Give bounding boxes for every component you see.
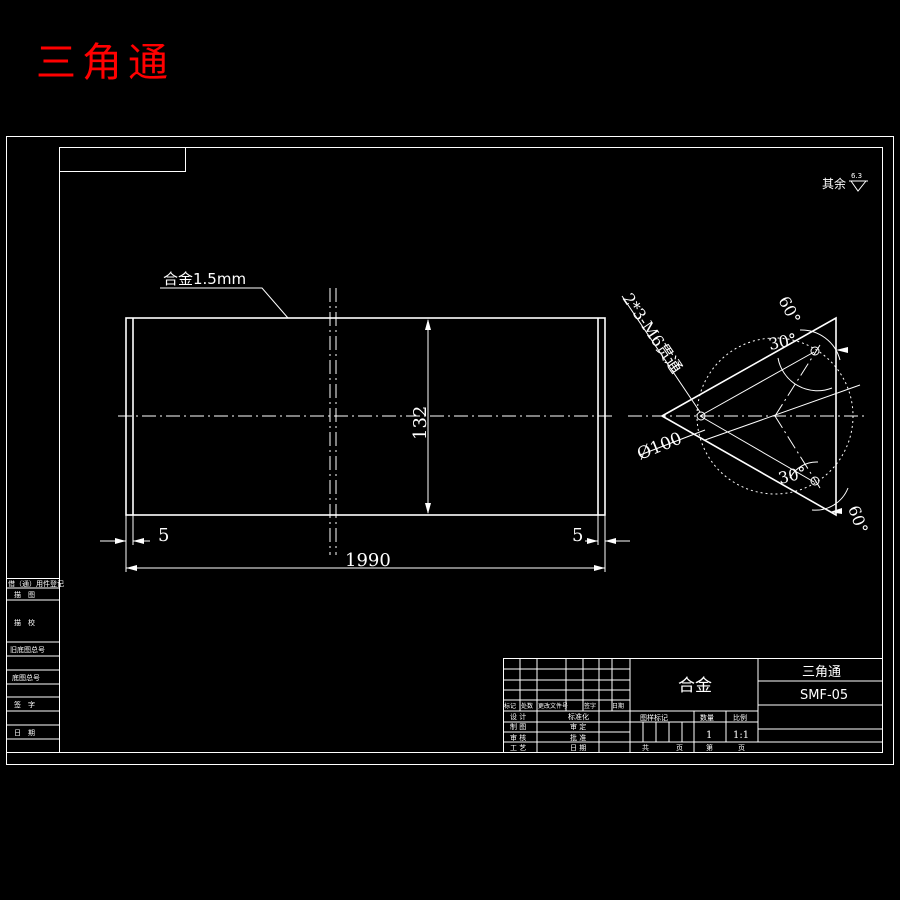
flange-diameter: Ø100 [634, 429, 685, 465]
angle-top-inner: 30° [767, 329, 799, 353]
drawing-heading: 三角通 [36, 40, 174, 86]
scale-value: 1:1 [733, 730, 749, 741]
row-ratify: 批 准 [570, 733, 586, 742]
holes-note: 2*3-M6贯通 [619, 290, 686, 377]
footer-total: 共 [642, 743, 649, 752]
footer-pages-a: 页 [676, 744, 683, 752]
row-date: 日 期 [570, 744, 586, 752]
dim-right: 5 [572, 525, 583, 546]
header-date: 日期 [612, 702, 624, 710]
row-approve-set: 审 定 [570, 722, 586, 731]
row-design: 设 计 [510, 712, 526, 721]
left-row-2: 描 校 [14, 618, 35, 627]
outer-frame [6, 136, 894, 765]
hole-bottom [810, 476, 820, 486]
part-front-view: 合金1.5mm 132 5 5 1990 [100, 270, 630, 572]
flange-view: 2*3-M6贯通 Ø100 60° 30° 30° 60° [619, 290, 872, 536]
code-box [59, 147, 186, 172]
left-row-0: 借（通）用件登记 [8, 579, 64, 588]
left-row-6: 日 期 [14, 729, 35, 737]
left-side-table: 借（通）用件登记 描 图 描 校 旧底图总号 底图总号 签 字 日 期 [6, 578, 64, 753]
left-row-3: 旧底图总号 [10, 645, 45, 654]
left-row-1: 描 图 [14, 590, 35, 599]
left-row-5: 签 字 [14, 700, 35, 709]
footer-pages-b: 页 [738, 744, 745, 752]
row-drafting: 制 图 [510, 722, 526, 731]
header-mark: 标记 [504, 702, 516, 710]
quantity-value: 1 [706, 730, 712, 741]
leader-line [160, 287, 289, 319]
row-review: 审 核 [510, 733, 526, 742]
inner-frame [59, 147, 883, 753]
hole-left [696, 411, 706, 421]
angle-bottom-inner: 30° [776, 463, 808, 488]
left-row-4: 底图总号 [12, 673, 40, 682]
roughness-value: 6.3 [851, 172, 862, 180]
roughness-label: 其余 [822, 176, 846, 191]
header-sign: 签字 [584, 702, 596, 710]
col-drawing-mark: 图样标记 [640, 713, 668, 722]
dim-length: 1990 [345, 550, 391, 571]
leader-note: 合金1.5mm [163, 270, 246, 288]
drawing-code-cell: SMF-05 [800, 688, 848, 703]
dim-left: 5 [158, 525, 169, 546]
row-standard: 标准化 [568, 712, 589, 721]
hole-top [810, 346, 820, 356]
row-process: 工 艺 [510, 744, 526, 752]
title-block: 合金 三角通 SMF-05 标记 处数 更改文件号 签字 日期 设 计 标准化 … [503, 658, 883, 753]
roughness-symbol: 其余 6.3 [822, 172, 868, 192]
header-count: 处数 [521, 702, 533, 710]
col-scale: 比例 [733, 713, 747, 722]
footer-sheet: 第 [706, 743, 713, 752]
part-name-cell: 三角通 [802, 665, 841, 680]
material-cell: 合金 [678, 676, 712, 696]
angle-bottom-outer: 60° [844, 503, 872, 536]
roughness-triangle-icon [850, 180, 867, 192]
angle-top-outer: 60° [774, 293, 804, 327]
header-change-doc: 更改文件号 [538, 702, 568, 710]
dim-height: 132 [410, 406, 431, 440]
col-quantity: 数量 [700, 713, 714, 722]
